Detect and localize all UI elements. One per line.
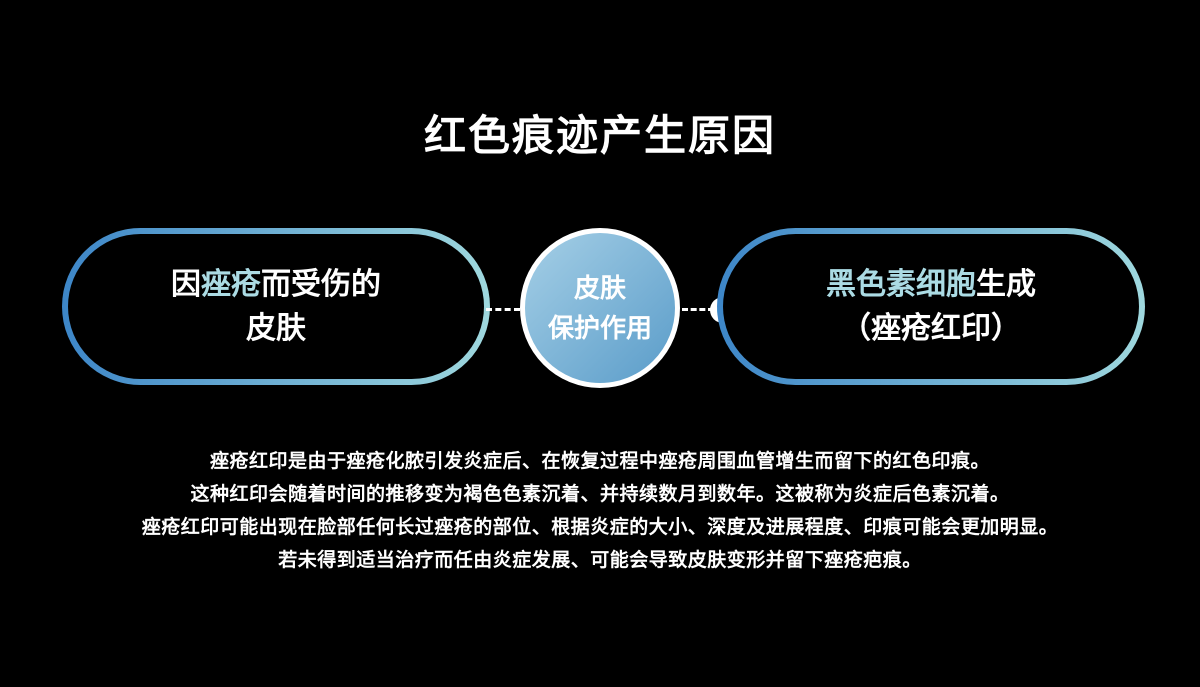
cause-suffix: 而受伤的 [261,267,381,301]
page-title: 红色痕迹产生原因 [423,112,776,159]
cause-pill: 因痤疮而受伤的 皮肤 [62,228,490,385]
cause-highlight: 痤疮 [201,267,261,301]
result-suffix: 生成 [976,267,1036,301]
description-block: 痤疮红印是由于痤疮化脓引发炎症后、在恢复过程中痤疮周围血管增生而留下的红色印痕。… [0,452,1200,584]
cause-pill-line1: 因痤疮而受伤的 [171,263,381,307]
cause-prefix: 因 [171,267,201,301]
connector-dash-left [486,308,520,311]
circle-line1: 皮肤 [573,273,626,303]
circle-line2: 保护作用 [547,313,652,343]
description-line: 若未得到适当治疗而任由炎症发展、可能会导致皮肤变形并留下痤疮疤痕。 [278,550,922,571]
result-highlight: 黑色素细胞 [826,267,976,301]
description-line: 这种红印会随着时间的推移变为褐色色素沉着、并持续数月到数年。这被称为炎症后色素沉… [190,484,1010,505]
result-pill-text: 黑色素细胞生成 （痤疮红印） [723,234,1139,379]
process-circle: 皮肤 保护作用 [520,228,680,388]
description-line: 痤疮红印可能出现在脸部任何长过痤疮的部位、根据炎症的大小、深度及进展程度、印痕可… [141,517,1059,538]
result-pill-line2: （痤疮红印） [841,311,1021,345]
result-pill: 黑色素细胞生成 （痤疮红印） [717,228,1145,385]
cause-pill-line2: 皮肤 [246,311,306,345]
result-pill-line1: 黑色素细胞生成 [826,263,1036,307]
connector-dash-right [682,308,714,311]
cause-pill-text: 因痤疮而受伤的 皮肤 [68,234,484,379]
description-line: 痤疮红印是由于痤疮化脓引发炎症后、在恢复过程中痤疮周围血管增生而留下的红色印痕。 [209,451,990,472]
